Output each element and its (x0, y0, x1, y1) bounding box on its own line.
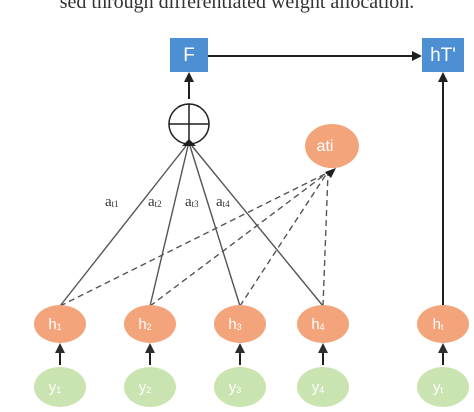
solid-connections (59, 139, 324, 307)
hidden-node-2: h2 (124, 305, 176, 343)
dashed-h4-attention (322, 172, 329, 307)
sum-arrow-head (182, 139, 196, 146)
solid-h3-sum (189, 145, 241, 307)
f-box: F (170, 38, 208, 72)
dashed-connections (59, 168, 336, 307)
input-node-2: y2 (124, 367, 176, 407)
weight-label-at4: at4 (216, 194, 230, 210)
hidden-label-3: h3 (228, 316, 241, 333)
hidden-node-4: h4 (297, 305, 349, 343)
input-label-3: y3 (229, 379, 242, 396)
sum-node (168, 72, 210, 145)
weight-label-at2: at2 (148, 194, 162, 210)
ht-box: hT' (422, 38, 464, 72)
hidden-node-3: h3 (214, 305, 266, 343)
input-label-2: y2 (139, 379, 152, 396)
hidden-label-1: h1 (48, 316, 61, 333)
hidden-label-t: ht (433, 316, 444, 333)
input-label-t: yt (433, 379, 444, 396)
hidden-label-4: h4 (311, 316, 324, 333)
attention-arrow-head (325, 168, 336, 178)
caption-fragment: sed through differentiated weight alloca… (59, 0, 415, 13)
solid-h2-sum (149, 145, 189, 307)
input-node-3: y3 (214, 367, 266, 407)
attention-node: ati (305, 124, 359, 168)
input-to-hidden-arrows (55, 343, 448, 365)
weight-label-at3: at3 (185, 194, 199, 210)
input-node-t: yt (417, 367, 469, 407)
attention-ellipse (305, 124, 359, 168)
solid-h1-sum (59, 145, 187, 307)
weight-labels: at1 at2 at3 at4 (105, 194, 230, 210)
input-node-1: y1 (34, 367, 86, 407)
input-label-4: y4 (312, 379, 325, 396)
hidden-label-2: h2 (138, 316, 151, 333)
hidden-node-1: h1 (34, 305, 86, 343)
ht-label: hT' (430, 45, 456, 66)
solid-h4-sum (191, 145, 324, 307)
input-node-4: y4 (297, 367, 349, 407)
f-label: F (183, 45, 195, 66)
dashed-h3-attention (239, 172, 328, 307)
dashed-h1-attention (59, 172, 328, 307)
attention-label: ati (317, 138, 334, 155)
hidden-node-t: ht (417, 305, 469, 343)
dashed-h2-attention (149, 172, 328, 307)
weight-label-at1: at1 (105, 194, 119, 210)
input-label-1: y1 (49, 379, 62, 396)
